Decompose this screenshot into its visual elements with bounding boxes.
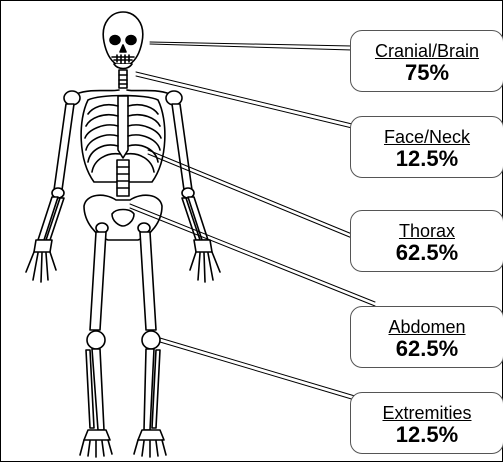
- leader-line-cranial: [150, 42, 352, 50]
- region-label: Extremities: [351, 403, 503, 423]
- skeleton-illustration: [26, 12, 220, 457]
- region-percentage: 62.5%: [351, 241, 503, 265]
- region-percentage: 12.5%: [351, 423, 503, 447]
- callout-thorax: Thorax 62.5%: [350, 210, 503, 272]
- callout-face-neck: Face/Neck 12.5%: [350, 116, 503, 178]
- region-percentage: 12.5%: [351, 147, 503, 171]
- leader-line-extremities: [160, 338, 375, 406]
- callout-cranial-brain: Cranial/Brain 75%: [350, 30, 503, 92]
- region-label: Thorax: [351, 221, 503, 241]
- leader-line-abdomen: [130, 204, 375, 306]
- leader-line-thorax: [148, 150, 352, 238]
- region-percentage: 75%: [351, 61, 503, 85]
- region-label: Abdomen: [351, 317, 503, 337]
- region-label: Face/Neck: [351, 127, 503, 147]
- callout-abdomen: Abdomen 62.5%: [350, 306, 503, 368]
- region-label: Cranial/Brain: [351, 41, 503, 61]
- callout-extremities: Extremities 12.5%: [350, 392, 503, 454]
- region-percentage: 62.5%: [351, 337, 503, 361]
